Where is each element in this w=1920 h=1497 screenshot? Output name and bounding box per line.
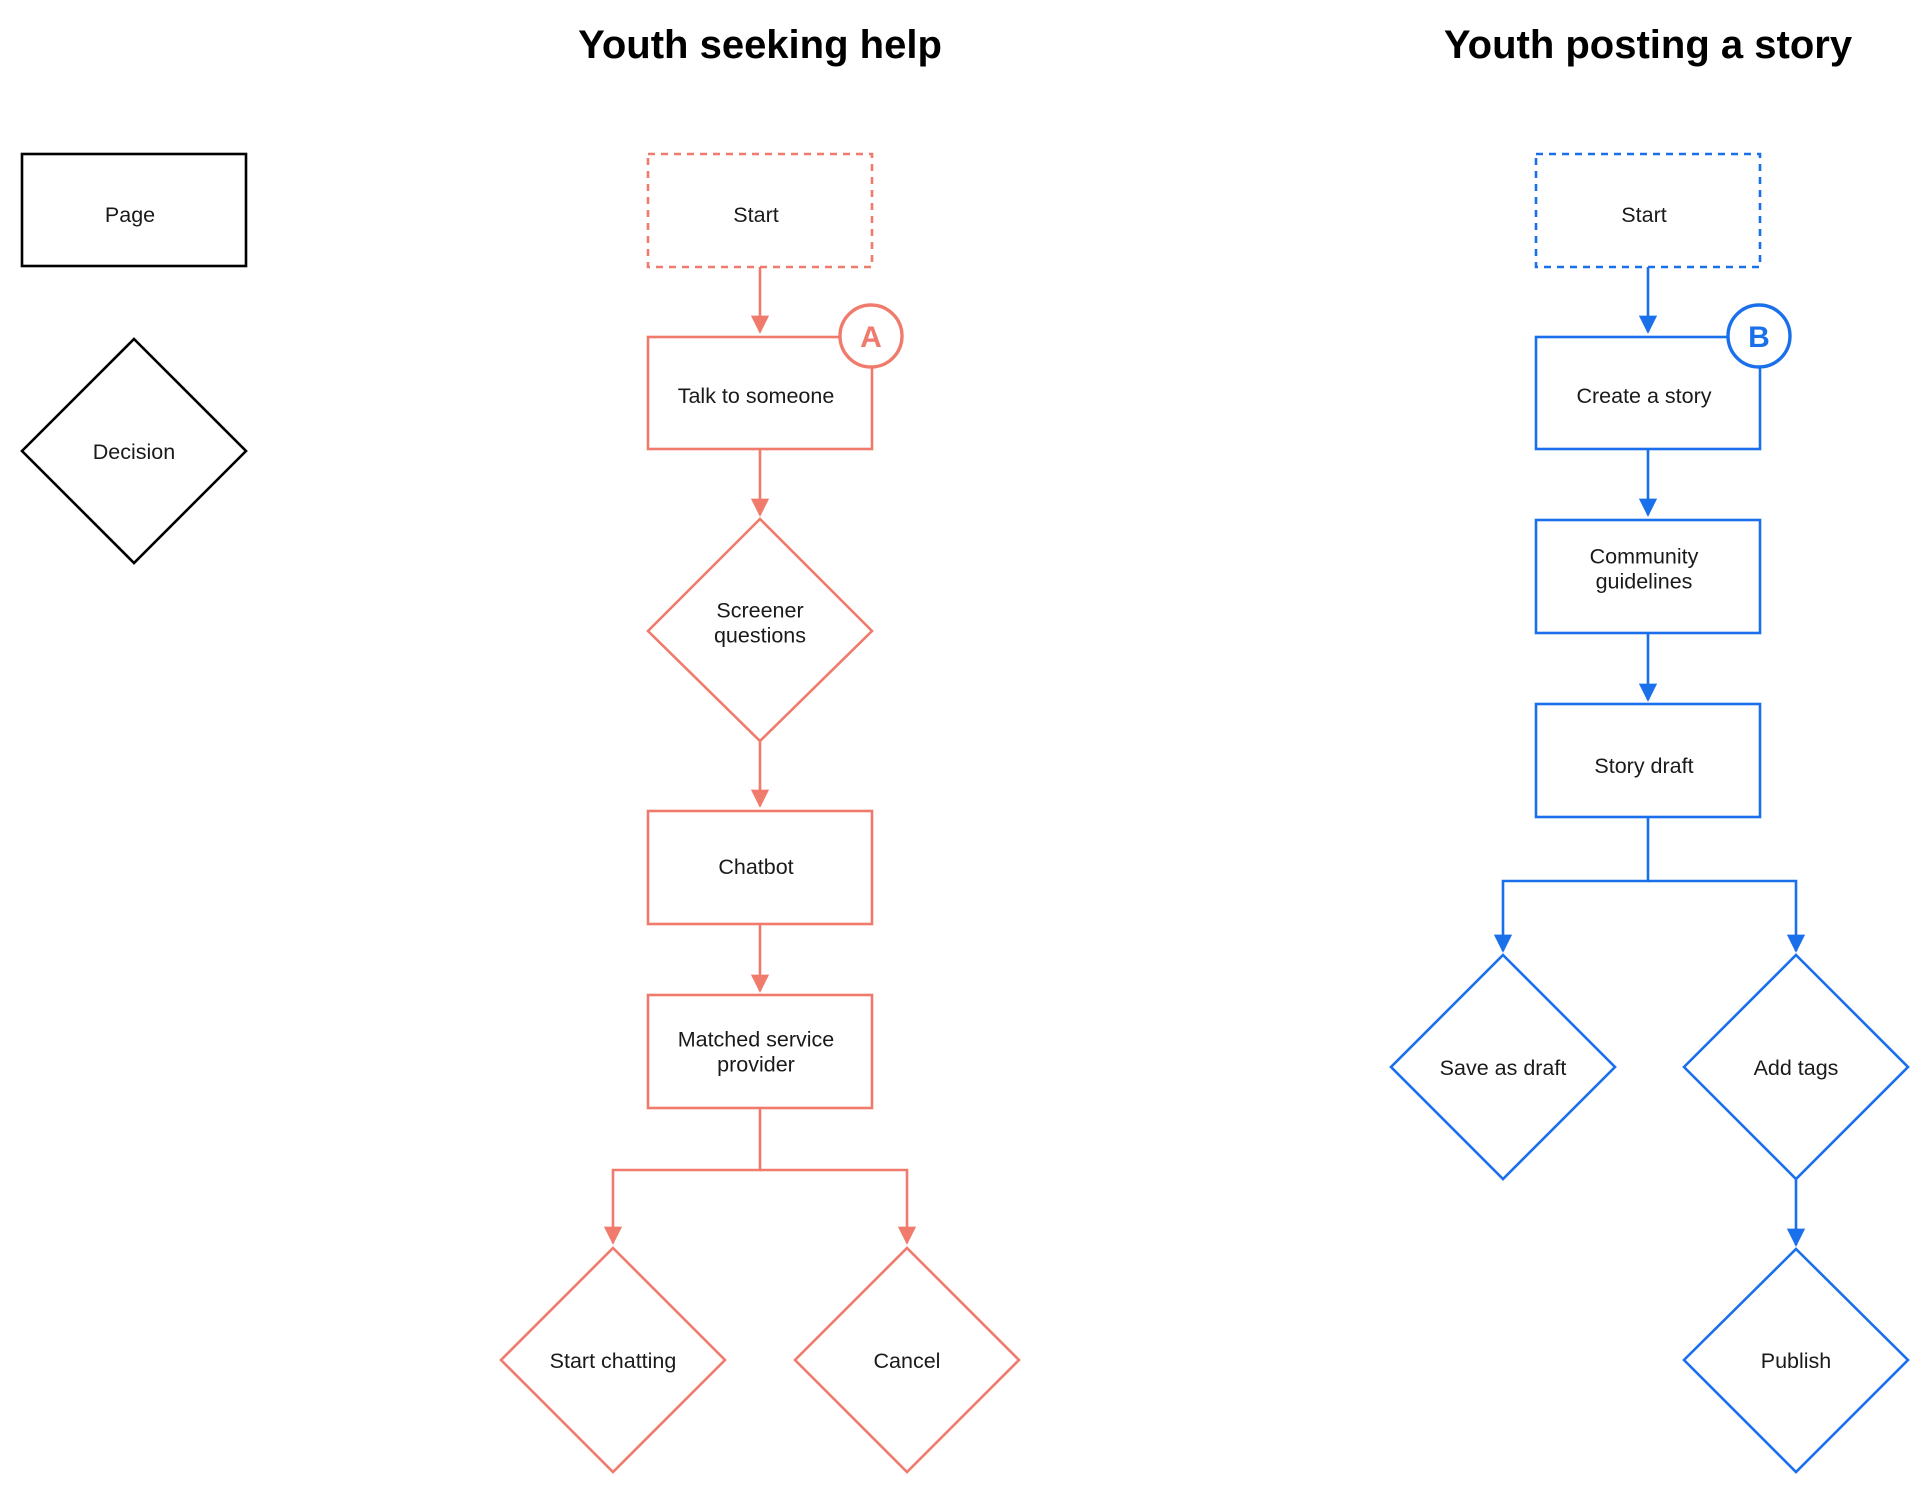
help-start-node xyxy=(646,152,874,269)
label-line: provider xyxy=(717,1053,795,1077)
help-flow-title: Youth seeking help xyxy=(578,23,942,67)
help-flow xyxy=(499,152,1021,1474)
label-line: Matched service xyxy=(678,1028,835,1052)
help-start-chatting-label: Start chatting xyxy=(550,1349,677,1373)
help-badge-circle xyxy=(838,303,904,369)
story-badge-label: B xyxy=(1748,321,1770,354)
story-tags-decision xyxy=(1682,953,1910,1181)
label-line: Create a story xyxy=(1576,384,1711,408)
help-branch-connector xyxy=(603,1108,762,1245)
help-badge-label: A xyxy=(860,321,882,354)
label-line: guidelines xyxy=(1596,570,1693,594)
label-line: Start chatting xyxy=(550,1349,677,1373)
story-draft-node xyxy=(1534,702,1762,819)
story-start-label: Start xyxy=(1621,203,1666,227)
help-matched-node xyxy=(646,993,874,1110)
label-line: Screener xyxy=(716,599,803,623)
label-line: Add tags xyxy=(1754,1056,1839,1080)
help-chatbot-label: Chatbot xyxy=(718,855,793,879)
story-save-decision xyxy=(1389,953,1617,1181)
legend-decision-label: Decision xyxy=(93,440,175,464)
help-start-chatting-decision xyxy=(499,1246,727,1474)
legend-decision-shape xyxy=(20,337,248,565)
help-chatbot-node xyxy=(646,809,874,926)
label-line: Publish xyxy=(1761,1349,1832,1373)
label-line: Cancel xyxy=(874,1349,941,1373)
story-guidelines-node xyxy=(1534,518,1762,635)
label-line: Save as draft xyxy=(1440,1056,1567,1080)
label-line: Chatbot xyxy=(718,855,793,879)
help-cancel-label: Cancel xyxy=(874,1349,941,1373)
label-line: Talk to someone xyxy=(678,384,835,408)
story-flow-title: Youth posting a story xyxy=(1444,23,1853,67)
help-screener-decision xyxy=(646,517,874,743)
story-branch-connector xyxy=(1493,817,1650,953)
help-talk-node xyxy=(646,335,874,451)
legend: Page Decision xyxy=(20,152,248,565)
story-branch-connector xyxy=(1648,879,1806,953)
story-badge-circle xyxy=(1726,303,1792,369)
label-line: Story draft xyxy=(1594,754,1693,778)
story-publish-decision xyxy=(1682,1247,1910,1474)
help-branch-connector xyxy=(760,1168,917,1245)
story-flow xyxy=(1389,152,1910,1474)
help-talk-label: Talk to someone xyxy=(678,384,835,408)
help-cancel-decision xyxy=(793,1246,1021,1474)
story-save-label: Save as draft xyxy=(1440,1056,1567,1080)
story-create-node xyxy=(1534,335,1762,451)
story-start-node xyxy=(1534,152,1762,269)
story-publish-label: Publish xyxy=(1761,1349,1832,1373)
legend-page-label: Page xyxy=(105,203,155,227)
story-create-label: Create a story xyxy=(1576,384,1711,408)
label-line: questions xyxy=(714,624,806,648)
label-line: Community xyxy=(1590,545,1699,569)
story-tags-label: Add tags xyxy=(1754,1056,1839,1080)
help-start-label: Start xyxy=(733,203,778,227)
legend-page-shape xyxy=(20,152,248,268)
story-draft-label: Story draft xyxy=(1594,754,1693,778)
